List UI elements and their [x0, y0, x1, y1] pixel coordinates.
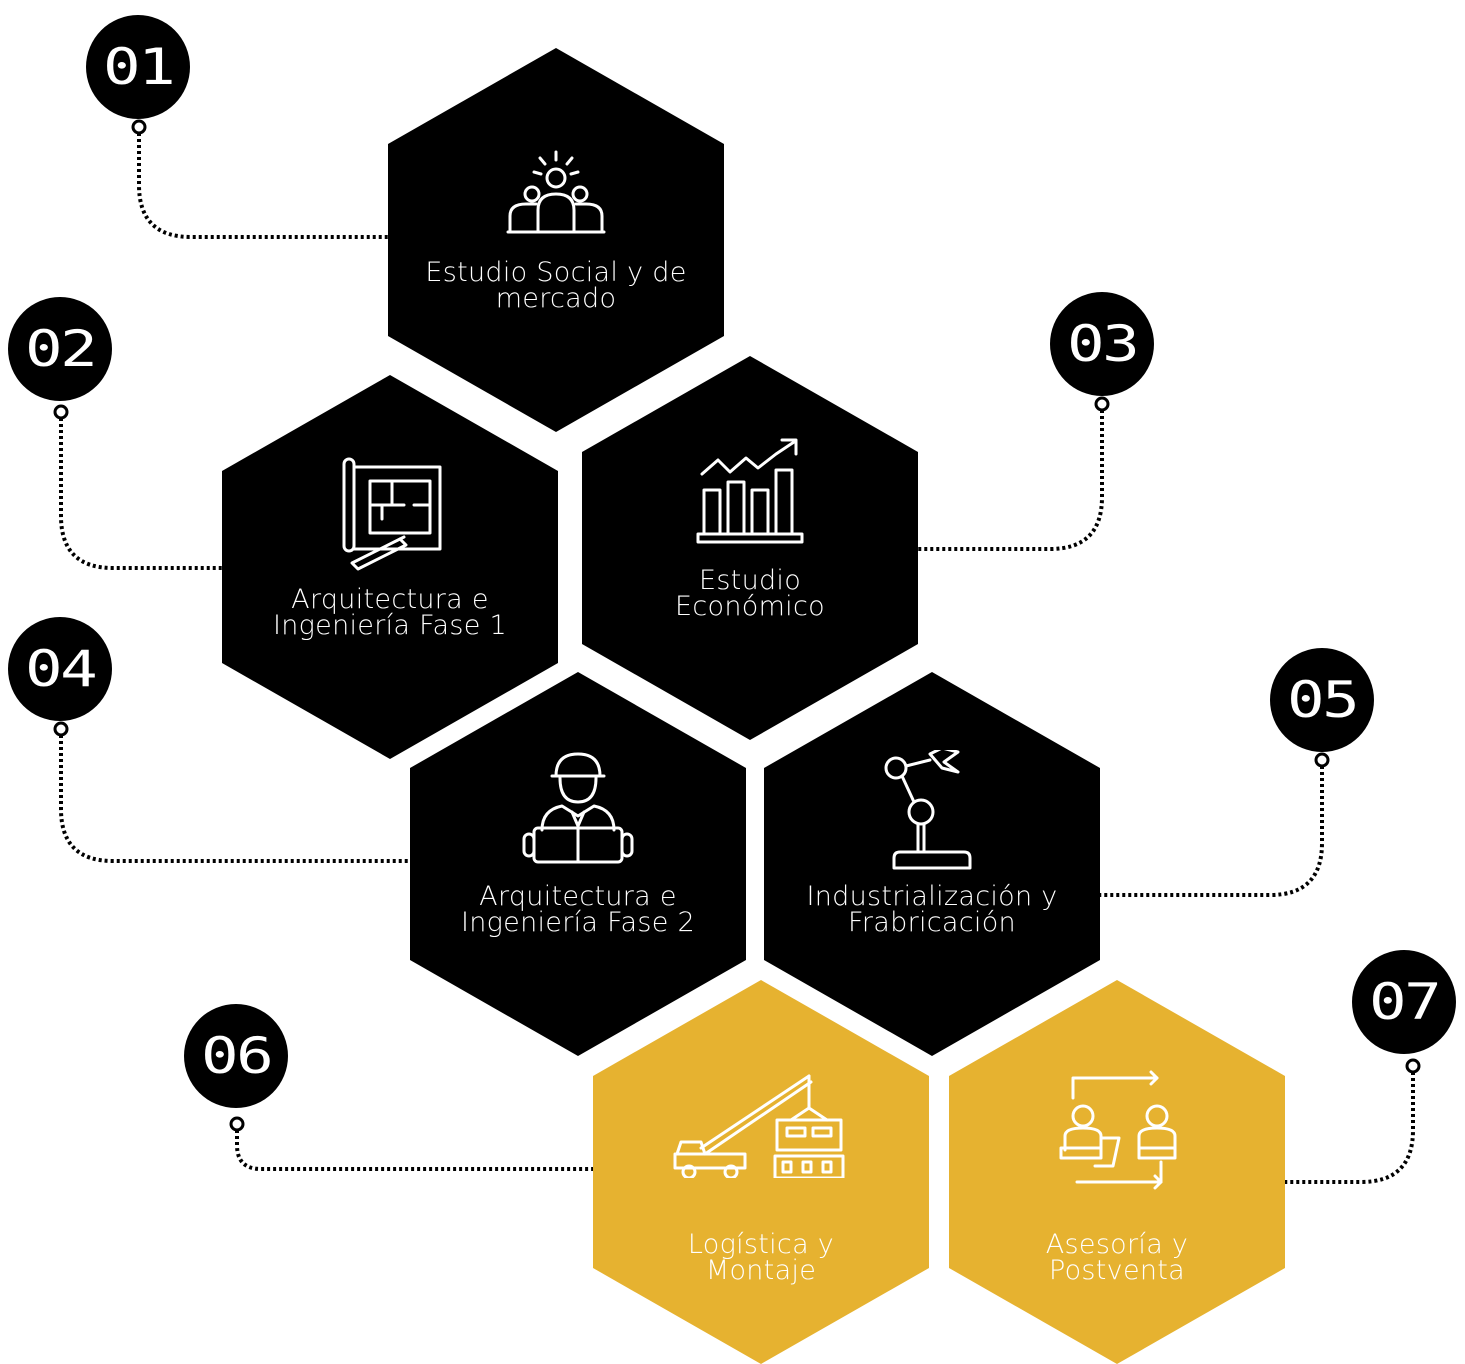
- step-label-02: Arquitectura e Ingeniería Fase 1: [273, 584, 507, 641]
- step-badge-06: 06: [184, 1004, 288, 1108]
- robotic-arm-icon: [872, 746, 992, 870]
- step-badge-01: 01: [86, 15, 190, 119]
- connector-pin-01: [131, 119, 147, 135]
- connector-07: [1283, 1066, 1415, 1184]
- connector-pin-07: [1405, 1058, 1421, 1074]
- step-label-05: Industrialización y Frabricación: [806, 881, 1058, 938]
- step-label-04: Arquitectura e Ingeniería Fase 2: [461, 881, 695, 938]
- step-badge-05: 05: [1270, 648, 1374, 752]
- bar-chart-growth-icon: [690, 434, 810, 554]
- step-badge-07: 07: [1352, 950, 1456, 1054]
- hex-step-01: Estudio Social y de mercado: [388, 48, 724, 432]
- connector-05: [1097, 760, 1324, 897]
- blueprint-pencil-icon: [330, 453, 450, 573]
- step-label-06: Logística y Montaje: [687, 1229, 835, 1286]
- connector-01: [137, 127, 388, 239]
- people-idea-icon: [496, 126, 616, 246]
- connector-04: [59, 729, 410, 863]
- connector-pin-04: [53, 721, 69, 737]
- step-number-07: 07: [1368, 973, 1442, 1031]
- step-number-04: 04: [24, 640, 98, 698]
- crane-truck-module-icon: [671, 1058, 851, 1180]
- step-label-03: Estudio Económico: [675, 565, 825, 622]
- connector-pin-03: [1094, 396, 1110, 412]
- connector-03: [916, 404, 1104, 551]
- step-label-01: Estudio Social y de mercado: [425, 257, 687, 314]
- step-number-05: 05: [1286, 671, 1360, 729]
- step-number-01: 01: [102, 38, 176, 96]
- step-number-03: 03: [1066, 315, 1140, 373]
- connector-pin-02: [53, 404, 69, 420]
- step-badge-02: 02: [8, 297, 112, 401]
- hex-step-03: Estudio Económico: [582, 356, 918, 740]
- hex-step-04: Arquitectura e Ingeniería Fase 2: [410, 672, 746, 1056]
- step-number-02: 02: [24, 320, 98, 378]
- hex-step-07: Asesoría y Postventa: [949, 980, 1285, 1364]
- hex-step-05: Industrialización y Frabricación: [764, 672, 1100, 1056]
- step-badge-03: 03: [1050, 292, 1154, 396]
- hex-step-02: Arquitectura e Ingeniería Fase 1: [222, 375, 558, 759]
- consultation-icon: [1057, 1070, 1177, 1190]
- connector-pin-05: [1314, 752, 1330, 768]
- step-label-07: Asesoría y Postventa: [1045, 1229, 1189, 1286]
- connector-06: [235, 1124, 593, 1171]
- step-number-06: 06: [200, 1027, 274, 1085]
- connector-pin-06: [229, 1116, 245, 1132]
- step-badge-04: 04: [8, 617, 112, 721]
- connector-02: [59, 412, 222, 570]
- hex-step-06: Logística y Montaje: [593, 980, 929, 1364]
- engineer-plans-icon: [518, 750, 638, 870]
